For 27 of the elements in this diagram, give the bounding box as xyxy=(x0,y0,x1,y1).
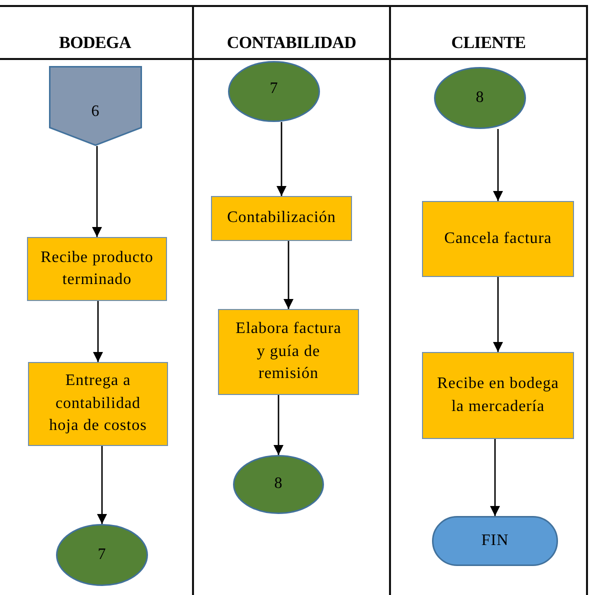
arrow xyxy=(493,129,503,201)
arrow xyxy=(274,395,284,455)
arrow xyxy=(93,301,103,362)
process-box: Recibe en bodega la mercadería xyxy=(422,352,574,439)
arrow xyxy=(284,241,294,309)
swimlane xyxy=(0,5,194,595)
arrow xyxy=(92,146,102,237)
arrow xyxy=(276,122,286,196)
swimlane xyxy=(194,5,391,595)
lane-title: CLIENTE xyxy=(451,33,526,53)
connector-ellipse: 8 xyxy=(233,455,324,514)
process-box: Recibe producto terminado xyxy=(27,237,167,301)
connector-ellipse: 7 xyxy=(56,524,148,586)
lane-title: CONTABILIDAD xyxy=(226,33,356,53)
arrow xyxy=(97,446,107,524)
terminator: FIN xyxy=(432,516,558,566)
process-box: Contabilización xyxy=(211,196,352,241)
lane-title: BODEGA xyxy=(59,33,131,53)
connector-ellipse: 7 xyxy=(228,61,320,122)
arrow xyxy=(493,277,503,352)
connector-ellipse: 8 xyxy=(434,67,526,129)
process-box: Entrega a contabilidad hoja de costos xyxy=(28,362,168,446)
swimlane xyxy=(391,5,588,595)
offpage-connector: 6 xyxy=(49,66,142,146)
process-box: Cancela factura xyxy=(422,201,574,277)
process-box: Elabora factura y guía de remisión xyxy=(218,309,359,395)
arrow xyxy=(490,439,500,516)
